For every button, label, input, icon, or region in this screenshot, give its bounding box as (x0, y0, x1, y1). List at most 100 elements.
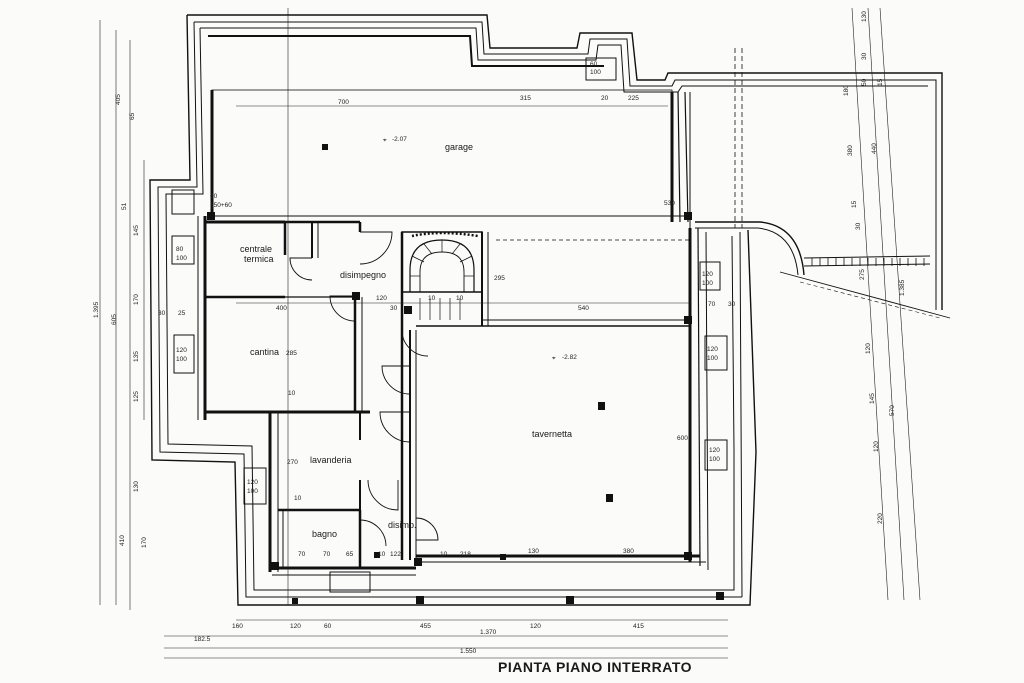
dimension-label-left_chain-f: 170 (133, 294, 140, 305)
dimension-label-right_chain-n: 570 (889, 405, 896, 416)
room-label-garage: garage (445, 142, 473, 152)
dimension-label-dimensions-corridor_120: 120 (376, 295, 387, 302)
dimension-label-right_chain-j: 275 (859, 269, 866, 280)
dimension-label-bottom_chain-overall_a_left: 182.5 (194, 636, 211, 643)
dimension-label-dimensions-bottom_70_b: 70 (323, 551, 331, 558)
dimension-label-dimensions-bottom_130: 130 (528, 548, 539, 555)
dimension-label-right_chain-d: 50 (861, 78, 868, 86)
dimension-label-left_chain-g: 145 (133, 225, 140, 236)
dimension-label-bottom_chain-d4: 455 (420, 623, 431, 630)
right-annex (689, 48, 951, 319)
dimension-label-windows-tav_r1_a: 120 (702, 271, 713, 278)
dimension-label-dimensions-stair_band: 295 (494, 275, 505, 282)
dimension-label-dimensions-box_150_60: 150+60 (210, 202, 232, 209)
dimension-label-left_chain-b: 65 (129, 112, 136, 120)
dimension-label-windows-can_a: 120 (176, 347, 187, 354)
level-symbol-icon: ⌖ (383, 137, 387, 144)
room-label-centrale-1: centrale (240, 244, 272, 254)
dimension-label-windows-lav_b: 100 (247, 488, 258, 495)
dimension-label-dimensions-stair_10_a: 10 (428, 295, 436, 302)
dimension-label-left_chain-d: 1.395 (93, 301, 100, 318)
dimension-label-dimensions-lav_side_10: 10 (294, 495, 302, 502)
dimension-label-dimensions-garage_side: 530 (664, 200, 675, 207)
dimension-label-dimensions-right_70: 70 (708, 301, 716, 308)
dimension-label-right_chain-i: 30 (855, 222, 862, 230)
dimension-label-dimensions-bottom_10: 10 (378, 551, 386, 558)
dimension-label-right_chain-k: 1.385 (899, 279, 906, 296)
dimension-label-right_chain-c: 30 (861, 52, 868, 60)
left-dimension-chain: 405 65 51 1.395 605 170 145 135 125 130 … (93, 94, 148, 548)
room-label-tavernetta: tavernetta (532, 429, 572, 439)
drawing-title: PIANTA PIANO INTERRATO (498, 659, 692, 675)
door-swings (289, 231, 439, 547)
room-label-cantina: cantina (250, 347, 279, 357)
dimension-label-left_chain-h: 135 (133, 351, 140, 362)
spiral-staircase (401, 231, 483, 320)
dimension-label-dimensions-stair_10_b: 10 (456, 295, 464, 302)
window-frames (171, 57, 728, 593)
dimension-label-windows-tav_r3_a: 120 (709, 447, 720, 454)
dimension-label-left_chain-e: 605 (111, 314, 118, 325)
dimension-label-bottom_chain-d5: 120 (530, 623, 541, 630)
dimension-label-dimensions-top_60: 60 (590, 61, 598, 68)
dimension-label-bottom_chain-d1: 160 (232, 623, 243, 630)
dimension-label-dimensions-box_60_80: 60 (210, 193, 218, 200)
dimension-label-dimensions-bottom_70_a: 70 (298, 551, 306, 558)
dimension-label-dimensions-corridor_30: 30 (390, 305, 398, 312)
dimension-label-windows-tav_r2_b: 100 (707, 355, 718, 362)
dimension-label-windows-lav_a: 120 (247, 479, 258, 486)
interior-walls (197, 216, 709, 576)
dimension-label-bottom_chain-d2: 120 (290, 623, 301, 630)
dimension-label-dimensions-bottom_122: 122 (390, 551, 401, 558)
dimension-label-right_chain-g: 440 (871, 143, 878, 154)
dimension-label-dimensions-cantina_400: 400 (276, 305, 287, 312)
dimension-label-bottom_chain-overall_b: 1.550 (460, 648, 477, 655)
dimension-label-bottom_chain-d3: 60 (324, 623, 332, 630)
dimension-label-dimensions-cantina_10: 10 (288, 390, 296, 397)
room-label-lavanderia: lavanderia (310, 455, 352, 465)
dimension-label-right_chain-m: 145 (869, 393, 876, 404)
dimension-label-dimensions-left_30: 30 (158, 310, 166, 317)
level-markers: ⌖ -2.07 ⌖ -2.82 (383, 136, 577, 362)
dimension-label-right_chain-o: 120 (873, 441, 880, 452)
dimension-label-windows-can_b: 100 (176, 356, 187, 363)
dimension-label-left_chain-k: 410 (119, 535, 126, 546)
dimension-label-dimensions-tav_side_600: 600 (677, 435, 688, 442)
dimension-label-left_chain-c: 51 (121, 202, 128, 210)
room-labels: garage centrale termica disimpegno canti… (240, 142, 572, 539)
dimension-label-dimensions-bottom_65: 65 (346, 551, 354, 558)
dimension-label-bottom_chain-d6: 415 (633, 623, 644, 630)
dimension-label-dimensions-lav_270: 270 (287, 459, 298, 466)
dimension-label-left_chain-j: 130 (133, 481, 140, 492)
room-label-centrale-2: termica (244, 254, 274, 264)
dimension-label-dimensions-tav_540: 540 (578, 305, 589, 312)
dimension-label-right_chain-h: 15 (851, 200, 858, 208)
dimension-label-dimensions-garage_top_mid: 315 (520, 95, 531, 102)
dimension-label-right_chain-e: 15 (877, 78, 884, 86)
dimension-label-dimensions-garage_top_225: 225 (628, 95, 639, 102)
level-tavernetta: -2.82 (562, 354, 577, 361)
structural-pillars (207, 212, 724, 604)
dimension-label-dimensions-bottom_380: 380 (623, 548, 634, 555)
dimension-label-right_chain-b: 180 (843, 85, 850, 96)
dimension-label-right_chain-p: 220 (877, 513, 884, 524)
right-dimension-chain: 130 180 30 50 15 380 440 15 30 275 1.385… (843, 11, 906, 524)
dimension-label-right_chain-l: 120 (865, 343, 872, 354)
dimension-lines (99, 7, 921, 659)
dimension-label-dimensions-garage_top_left: 700 (338, 99, 349, 106)
dimension-label-dimensions-left_25: 25 (178, 310, 186, 317)
dimension-label-dimensions-bottom_218: 218 (460, 551, 471, 558)
dimension-label-left_chain-i: 125 (133, 391, 140, 402)
dimension-label-dimensions-garage_top_20: 20 (601, 95, 609, 102)
stair-treads (811, 258, 925, 266)
dimension-label-left_chain-l: 170 (141, 537, 148, 548)
bottom-dimension-chain: 160 120 60 455 120 415 182.5 1.370 1.550 (194, 623, 644, 655)
outer-perimeter-walls (149, 14, 943, 606)
dimension-label-right_chain-f: 380 (847, 145, 854, 156)
dimension-label-windows-tav_r2_a: 120 (707, 346, 718, 353)
dimension-label-windows-tav_r3_b: 100 (709, 456, 720, 463)
dimension-label-right_chain-a: 130 (861, 11, 868, 22)
dimension-label-windows-tav_r1_b: 100 (702, 280, 713, 287)
